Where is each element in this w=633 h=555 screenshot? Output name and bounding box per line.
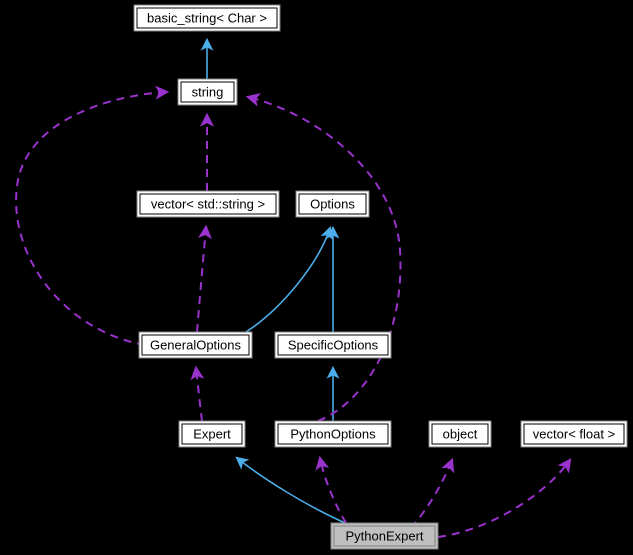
- edge-expert-to-general_options: [190, 365, 205, 422]
- edge-python_expert-to-python_options: [315, 455, 347, 524]
- node-box-python_options: [274, 420, 392, 448]
- node-inner-border-vector_std_string: [139, 193, 277, 215]
- class-node-vector_float[interactable]: vector< float >: [520, 420, 628, 448]
- node-inner-border-object: [431, 423, 489, 445]
- class-node-specific_options[interactable]: SpecificOptions: [274, 331, 392, 359]
- node-inner-border-basic_string: [136, 7, 278, 29]
- node-box-object: [428, 420, 492, 448]
- class-node-vector_std_string[interactable]: vector< std::string >: [136, 190, 280, 218]
- edge-python_expert-to-expert: [235, 456, 346, 524]
- node-inner-border-general_options: [141, 334, 250, 356]
- class-node-python_options[interactable]: PythonOptions: [274, 420, 392, 448]
- node-box-expert: [178, 420, 246, 448]
- edge-python_expert-to-vector_float: [437, 458, 572, 538]
- node-box-specific_options: [274, 331, 392, 359]
- edge-general_options-to-vector_std_string: [196, 224, 212, 333]
- node-box-basic_string: [133, 4, 281, 32]
- class-node-basic_string[interactable]: basic_string< Char >: [133, 4, 281, 32]
- node-inner-border-options: [298, 193, 367, 215]
- node-inner-border-python_options: [277, 423, 389, 445]
- edge-general_options-to-string: [15, 85, 170, 346]
- class-node-string[interactable]: string: [177, 78, 238, 106]
- node-inner-border-specific_options: [277, 334, 389, 356]
- node-inner-border-vector_float: [523, 423, 625, 445]
- node-box-string: [177, 78, 238, 106]
- node-box-python_expert: [330, 522, 439, 550]
- class-node-general_options[interactable]: GeneralOptions: [138, 331, 253, 359]
- edge-python_options-to-string: [245, 93, 402, 422]
- node-box-vector_float: [520, 420, 628, 448]
- class-node-options[interactable]: Options: [295, 190, 370, 218]
- class-node-python_expert[interactable]: PythonExpert: [330, 522, 439, 550]
- class-node-object[interactable]: object: [428, 420, 492, 448]
- node-inner-border-expert: [181, 423, 243, 445]
- edge-python_expert-to-object: [410, 457, 455, 529]
- node-inner-border-string: [180, 81, 235, 103]
- node-box-general_options: [138, 331, 253, 359]
- node-box-options: [295, 190, 370, 218]
- node-box-vector_std_string: [136, 190, 280, 218]
- edges-layer: [15, 37, 572, 538]
- node-inner-border-python_expert: [333, 525, 436, 547]
- edge-general_options-to-options: [245, 225, 333, 333]
- class-node-expert[interactable]: Expert: [178, 420, 246, 448]
